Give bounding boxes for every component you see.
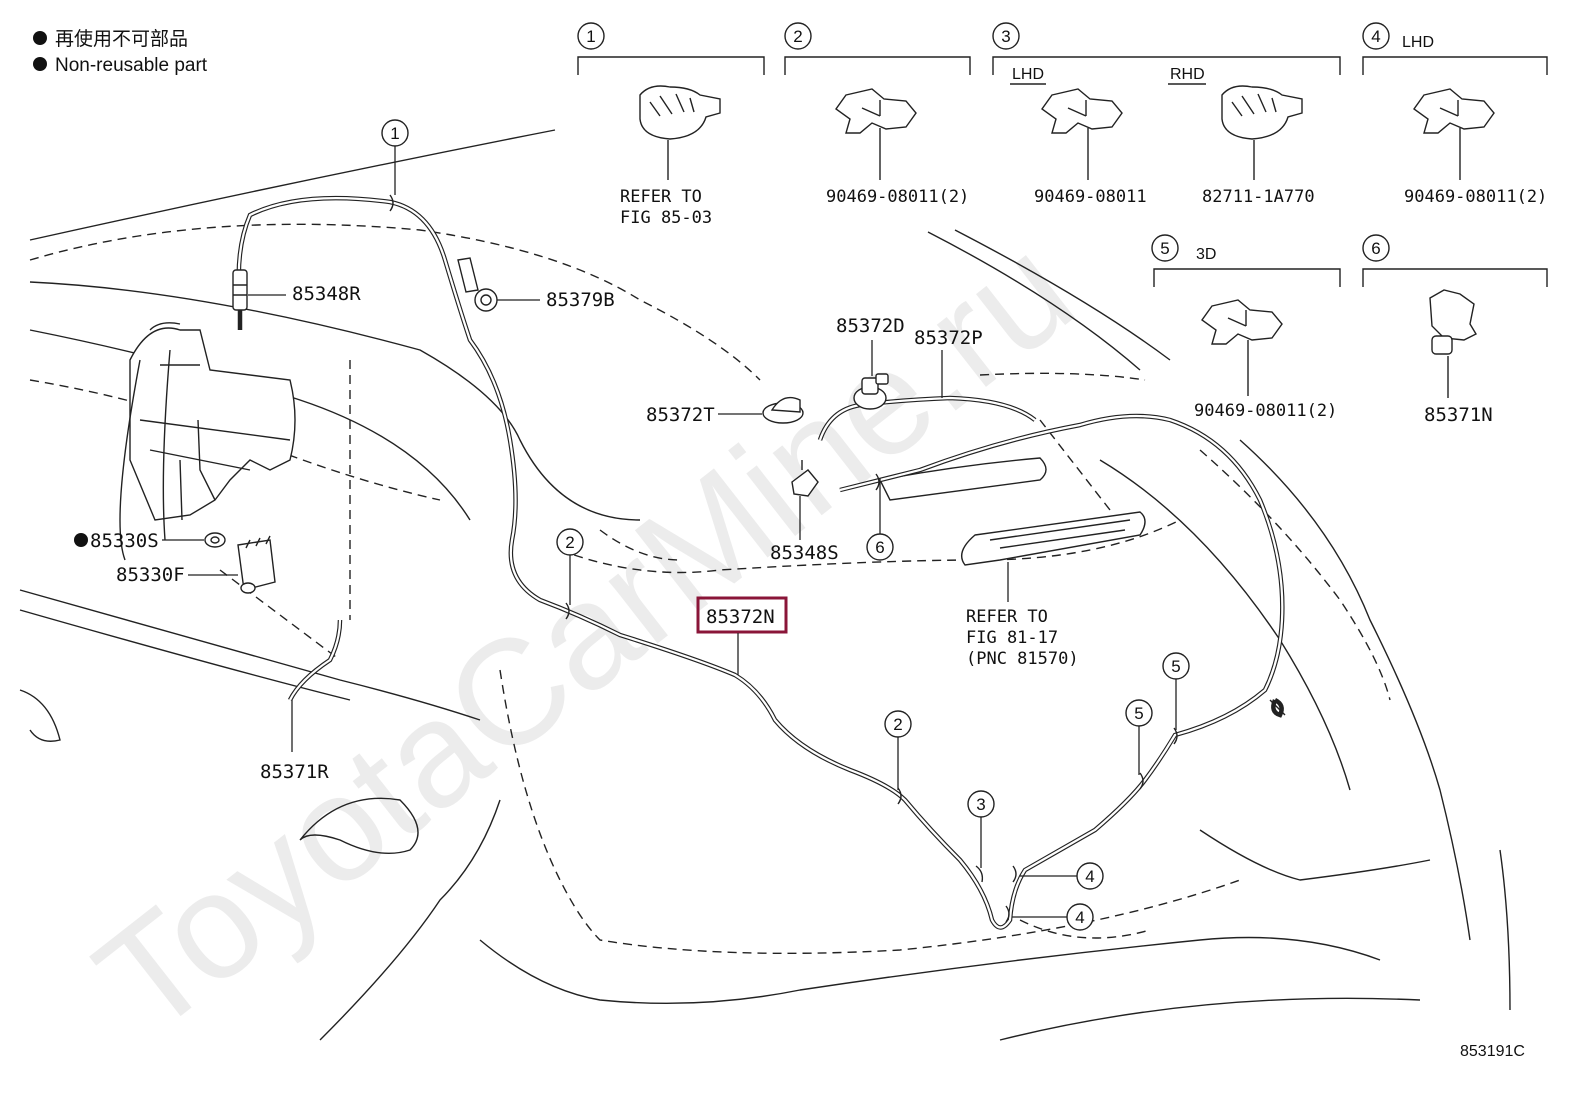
- vehicle-body-outline: [19, 129, 1511, 1041]
- svg-text:4: 4: [1085, 867, 1094, 886]
- part-label-85372T[interactable]: 85372T: [646, 404, 762, 426]
- clip-icon: [639, 85, 721, 180]
- clip-panel-3: 3 LHD RHD 90469-08011 82711-1A770: [992, 22, 1341, 207]
- svg-text:1: 1: [390, 124, 399, 143]
- clip-icon: [1221, 85, 1303, 180]
- pump-85330F: [237, 535, 276, 594]
- clip-panel-5: 5 3D 90469-08011(2): [1151, 234, 1341, 421]
- non-reusable-dot-icon: [74, 533, 88, 547]
- clip-icon: [1429, 289, 1477, 398]
- part-label-85330S[interactable]: 85330S: [74, 530, 204, 552]
- callout-5a: 5: [1125, 699, 1153, 775]
- part-label-85348S[interactable]: 85348S: [770, 496, 839, 564]
- legend-japanese: 再使用不可部品: [55, 28, 188, 50]
- grommet-85330S: [204, 532, 226, 548]
- svg-text:82711-1A770: 82711-1A770: [1202, 187, 1315, 207]
- part-label-85372N[interactable]: 85372N: [696, 596, 788, 675]
- svg-text:5: 5: [1160, 239, 1169, 258]
- svg-text:85372P: 85372P: [914, 327, 983, 349]
- svg-text:85348R: 85348R: [292, 283, 361, 305]
- hose-clip-markers: [389, 194, 1178, 923]
- legend: 再使用不可部品 Non-reusable part: [33, 28, 208, 76]
- part-label-85371R[interactable]: 85371R: [260, 700, 329, 783]
- part-label-85348R[interactable]: 85348R: [248, 283, 361, 305]
- svg-text:85379B: 85379B: [546, 289, 615, 311]
- svg-text:1: 1: [586, 27, 595, 46]
- clip-icon: [1041, 88, 1123, 180]
- nozzle-85372D: [853, 373, 889, 410]
- callout-1: 1: [381, 119, 409, 195]
- hose-fitting-85379B: [457, 257, 498, 312]
- callout-2b: 2: [884, 710, 912, 790]
- svg-text:3: 3: [976, 795, 985, 814]
- svg-text:5: 5: [1171, 657, 1180, 676]
- svg-text:2: 2: [565, 533, 574, 552]
- refer-stop-lamp-label[interactable]: REFER TO FIG 81-17 (PNC 81570): [966, 562, 1079, 669]
- svg-text:LHD: LHD: [1402, 34, 1434, 51]
- svg-text:2: 2: [893, 715, 902, 734]
- clip-icon: [1413, 88, 1495, 180]
- callout-3: 3: [967, 790, 995, 868]
- svg-text:85330F: 85330F: [116, 564, 185, 586]
- svg-text:REFER TO: REFER TO: [620, 187, 702, 207]
- svg-text:4: 4: [1371, 27, 1380, 46]
- callout-5b: 5: [1162, 652, 1190, 730]
- part-label-85379B[interactable]: 85379B: [497, 289, 615, 311]
- svg-text:3D: 3D: [1196, 246, 1216, 263]
- svg-text:85372N: 85372N: [706, 606, 775, 628]
- part-label-85372D[interactable]: 85372D: [836, 315, 905, 376]
- svg-text:3: 3: [1001, 27, 1010, 46]
- part-label-85372P[interactable]: 85372P: [914, 327, 983, 398]
- svg-text:85371N: 85371N: [1424, 404, 1493, 426]
- svg-text:85371R: 85371R: [260, 761, 329, 783]
- grommet-85372T: [762, 396, 804, 424]
- non-reusable-dot-icon: [33, 31, 47, 45]
- svg-text:FIG 85-03: FIG 85-03: [620, 208, 712, 228]
- svg-text:90469-08011(2): 90469-08011(2): [826, 187, 969, 207]
- callout-6: 6: [866, 478, 894, 561]
- clip-icon: [1201, 299, 1283, 396]
- svg-text:85372T: 85372T: [646, 404, 715, 426]
- joint-85348R: [232, 269, 248, 311]
- joint-85348S: [791, 460, 819, 497]
- clip-panel-4: 4 LHD 90469-08011(2): [1362, 22, 1548, 207]
- svg-text:5: 5: [1134, 704, 1143, 723]
- svg-text:(PNC 81570): (PNC 81570): [966, 649, 1079, 669]
- callout-2a: 2: [556, 528, 584, 605]
- svg-text:RHD: RHD: [1170, 66, 1205, 83]
- svg-text:LHD: LHD: [1012, 66, 1044, 83]
- clip-panel-6: 6 85371N: [1362, 234, 1548, 426]
- non-reusable-dot-icon: [33, 57, 47, 71]
- svg-text:6: 6: [875, 538, 884, 557]
- svg-text:85372D: 85372D: [836, 315, 905, 337]
- selected-part-highlight: [696, 596, 788, 634]
- svg-text:85348S: 85348S: [770, 542, 839, 564]
- svg-text:REFER TO: REFER TO: [966, 607, 1048, 627]
- clip-icon: [835, 88, 917, 180]
- svg-text:90469-08011: 90469-08011: [1034, 187, 1147, 207]
- clip-panel-2: 2 90469-08011(2): [784, 22, 971, 207]
- svg-text:6: 6: [1371, 239, 1380, 258]
- callout-4a: 4: [1020, 862, 1104, 890]
- svg-text:4: 4: [1075, 908, 1084, 927]
- svg-text:90469-08011(2): 90469-08011(2): [1194, 401, 1337, 421]
- figure-code: 853191C: [1460, 1043, 1525, 1060]
- callout-4b: 4: [1012, 903, 1094, 931]
- legend-english: Non-reusable part: [55, 55, 208, 76]
- svg-text:FIG 81-17: FIG 81-17: [966, 628, 1058, 648]
- clip-panel-1: 1 REFER TO FIG 85-03: [577, 22, 765, 228]
- svg-text:85330S: 85330S: [90, 530, 159, 552]
- svg-text:90469-08011(2): 90469-08011(2): [1404, 187, 1547, 207]
- part-label-85330F[interactable]: 85330F: [116, 564, 238, 586]
- svg-text:2: 2: [793, 27, 802, 46]
